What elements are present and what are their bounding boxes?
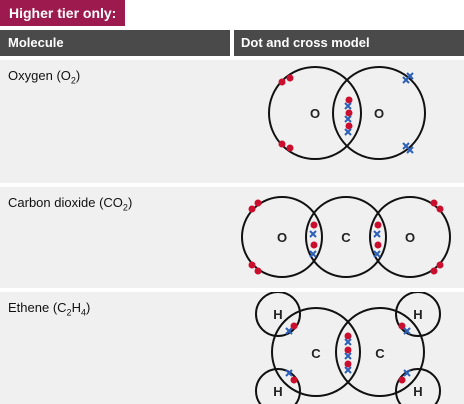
- table-header: Molecule Dot and cross model: [0, 30, 464, 56]
- oxygen-atom-shell-left: [268, 66, 362, 160]
- molecule-name-ethene: Ethene (C2H4): [8, 300, 91, 318]
- svg-text:C: C: [375, 346, 385, 361]
- table-row-oxygen: Oxygen (O2) O O: [0, 60, 464, 183]
- atom-label-o1: O: [277, 230, 287, 245]
- oxygen-atom-shell-right: [332, 66, 426, 160]
- header-molecule: Molecule: [8, 35, 64, 50]
- svg-text:H: H: [273, 384, 282, 399]
- table-row-carbon-dioxide: Carbon dioxide (CO2) O C O: [0, 187, 464, 288]
- atom-label-o2: O: [405, 230, 415, 245]
- molecule-table: Molecule Dot and cross model Oxygen (O2)…: [0, 30, 464, 404]
- table-row-ethene: Ethene (C2H4) C C H H H H: [0, 292, 464, 404]
- atom-label-c: C: [341, 230, 351, 245]
- ethene-dot-cross-diagram: C C H H H H: [234, 292, 464, 404]
- atom-label-o1: O: [310, 106, 320, 121]
- atom-label-o2: O: [374, 106, 384, 121]
- svg-text:C: C: [311, 346, 321, 361]
- molecule-name-carbon-dioxide: Carbon dioxide (CO2): [8, 195, 133, 213]
- co2-dot-cross-diagram: O C O: [234, 187, 464, 288]
- svg-text:H: H: [413, 307, 422, 322]
- svg-text:H: H: [273, 307, 282, 322]
- header-dot-cross: Dot and cross model: [241, 35, 370, 50]
- svg-text:H: H: [413, 384, 422, 399]
- oxygen-dot-cross-diagram: O O: [234, 60, 464, 183]
- higher-tier-banner: Higher tier only:: [0, 0, 126, 26]
- molecule-name-oxygen: Oxygen (O2): [8, 68, 81, 86]
